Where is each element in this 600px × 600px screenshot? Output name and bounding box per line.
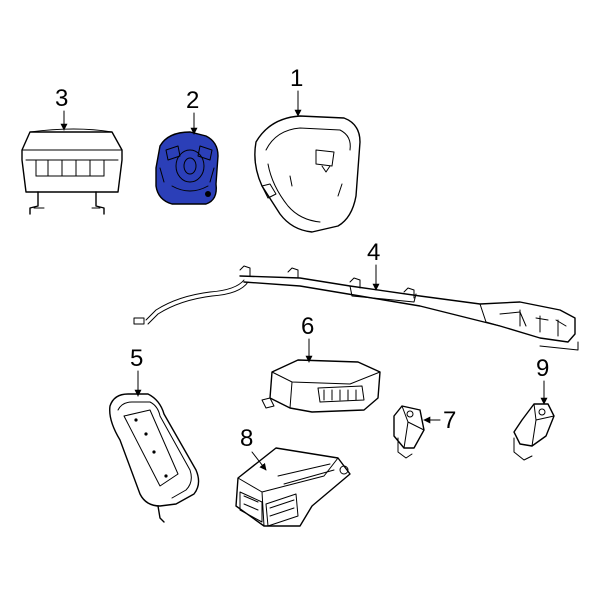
callout-5: 5 — [130, 345, 143, 372]
callout-1: 1 — [290, 65, 303, 92]
callout-8: 8 — [240, 425, 253, 452]
callout-7: 7 — [443, 407, 456, 434]
part-1-driver-airbag[interactable] — [254, 115, 361, 233]
callout-6: 6 — [301, 313, 314, 340]
callout-3: 3 — [55, 85, 68, 112]
part-7-impact-sensor[interactable] — [393, 405, 425, 459]
part-5-seat-airbag[interactable] — [109, 393, 200, 523]
callout-2: 2 — [186, 87, 199, 114]
part-4-curtain-airbag[interactable] — [133, 265, 579, 351]
part-8-secondary-module[interactable] — [235, 447, 351, 527]
part-3-passenger-airbag[interactable] — [21, 128, 123, 215]
part-6-restraint-control-module[interactable] — [261, 359, 381, 413]
leader-8 — [251, 451, 267, 471]
callout-9: 9 — [536, 355, 549, 382]
part-2-clockspring[interactable] — [155, 131, 219, 205]
callout-4: 4 — [367, 239, 380, 266]
part-9-impact-sensor[interactable] — [513, 403, 555, 461]
